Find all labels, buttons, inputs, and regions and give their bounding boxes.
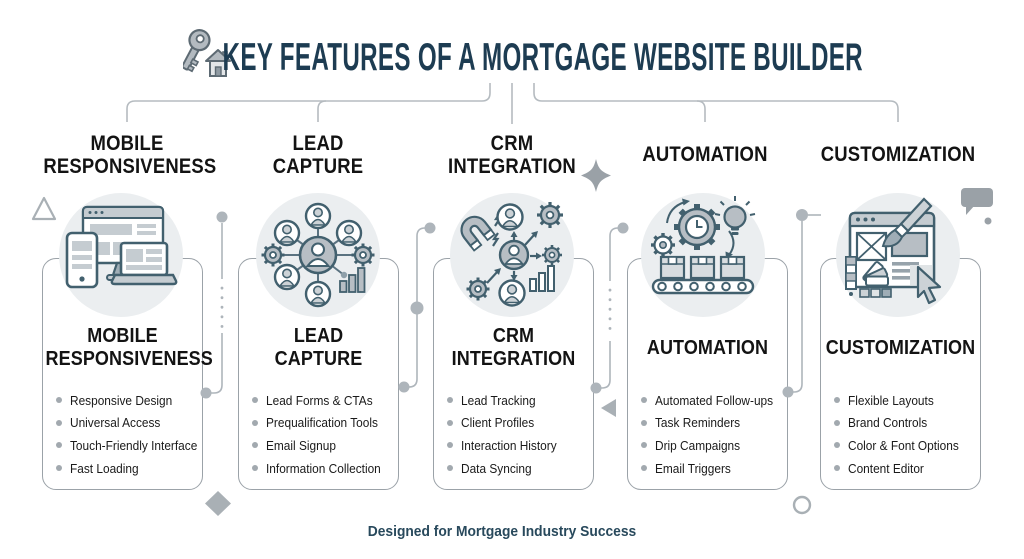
list-item: Universal Access (56, 412, 202, 435)
feature-list: Lead Forms & CTAs Prequalification Tools… (252, 389, 398, 479)
list-item-label: Brand Controls (848, 415, 928, 431)
list-item-label: Task Reminders (655, 415, 741, 431)
list-item: Responsive Design (56, 389, 202, 412)
column-heading-automation: AUTOMATION (642, 143, 768, 167)
list-item-label: Client Profiles (461, 415, 535, 431)
list-item: Email Triggers (641, 457, 787, 480)
list-item: Content Editor (834, 457, 980, 480)
list-item-label: Lead Tracking (461, 392, 536, 408)
list-item: Drip Campaigns (641, 434, 787, 457)
list-item-label: Touch-Friendly Interface (70, 437, 198, 453)
list-item: Email Signup (252, 434, 398, 457)
connector-tree (126, 83, 899, 124)
list-item-label: Automated Follow-ups (655, 392, 774, 408)
bullet-dot-icon (641, 465, 647, 472)
card-title: CUSTOMIZATION (825, 336, 976, 359)
page-title: KEY FEATURES OF A MORTGAGE WEBSITE BUILD… (222, 36, 863, 79)
list-item-label: Content Editor (848, 460, 924, 476)
triangle-icon (31, 196, 57, 221)
arrow-left-icon (601, 399, 616, 417)
list-item-label: Information Collection (266, 460, 381, 476)
bullet-dot-icon (447, 397, 453, 404)
feature-list: Automated Follow-ups Task Reminders Drip… (641, 389, 787, 479)
list-item-label: Flexible Layouts (848, 392, 934, 408)
list-item: Information Collection (252, 457, 398, 480)
list-item-label: Data Syncing (461, 460, 532, 476)
bullet-dot-icon (56, 419, 62, 426)
list-item: Prequalification Tools (252, 412, 398, 435)
ring-icon (792, 495, 812, 515)
bullet-dot-icon (252, 397, 258, 404)
list-item: Lead Tracking (447, 389, 593, 412)
bullet-dot-icon (834, 419, 840, 426)
card-title: AUTOMATION (646, 336, 769, 359)
bullet-dot-icon (252, 442, 258, 449)
column-connector (782, 209, 821, 398)
column-connector (200, 211, 228, 399)
list-item: Automated Follow-ups (641, 389, 787, 412)
footer-tagline: Designed for Mortgage Industry Success (367, 523, 637, 540)
list-item-label: Lead Forms & CTAs (266, 392, 373, 408)
list-item: Lead Forms & CTAs (252, 389, 398, 412)
list-item: Task Reminders (641, 412, 787, 435)
list-item-label: Fast Loading (70, 460, 139, 476)
feature-list: Flexible Layouts Brand Controls Color & … (834, 389, 980, 479)
list-item-label: Responsive Design (70, 392, 173, 408)
list-item: Flexible Layouts (834, 389, 980, 412)
feature-list: Lead Tracking Client Profiles Interactio… (447, 389, 593, 479)
list-item-label: Email Triggers (655, 460, 731, 476)
bullet-dot-icon (834, 442, 840, 449)
list-item-label: Drip Campaigns (655, 437, 741, 453)
list-item: Touch-Friendly Interface (56, 434, 202, 457)
bullet-dot-icon (56, 465, 62, 472)
list-item-label: Color & Font Options (848, 437, 959, 453)
key-house-icon (183, 29, 231, 77)
bullet-dot-icon (252, 419, 258, 426)
bullet-dot-icon (447, 465, 453, 472)
diamond-icon (205, 491, 231, 516)
list-item: Color & Font Options (834, 434, 980, 457)
column-connector (590, 222, 629, 417)
bullet-dot-icon (447, 419, 453, 426)
design-editor-icon (836, 193, 960, 317)
bullet-dot-icon (834, 397, 840, 404)
column-connector (398, 222, 436, 393)
card-customization: CUSTOMIZATION Flexible Layouts Brand Con… (820, 258, 981, 490)
bullet-dot-icon (56, 397, 62, 404)
list-item-label: Email Signup (266, 437, 336, 453)
column-heading-customization: CUSTOMIZATION (820, 143, 976, 167)
list-item: Data Syncing (447, 457, 593, 480)
list-item-label: Interaction History (461, 437, 557, 453)
list-item: Client Profiles (447, 412, 593, 435)
list-item-label: Prequalification Tools (266, 415, 378, 431)
list-item: Interaction History (447, 434, 593, 457)
lead-network-icon (256, 193, 380, 317)
bullet-dot-icon (641, 397, 647, 404)
responsive-devices-icon (59, 193, 183, 317)
automation-conveyor-icon (641, 193, 765, 317)
crm-magnet-icon (450, 193, 574, 317)
bullet-dot-icon (56, 442, 62, 449)
list-item: Fast Loading (56, 457, 202, 480)
bullet-dot-icon (834, 465, 840, 472)
bullet-dot-icon (252, 465, 258, 472)
speech-bubble-icon (961, 188, 993, 225)
list-item-label: Universal Access (70, 415, 161, 431)
bullet-dot-icon (447, 442, 453, 449)
feature-list: Responsive Design Universal Access Touch… (56, 389, 202, 479)
bullet-dot-icon (641, 419, 647, 426)
bullet-dot-icon (641, 442, 647, 449)
list-item: Brand Controls (834, 412, 980, 435)
